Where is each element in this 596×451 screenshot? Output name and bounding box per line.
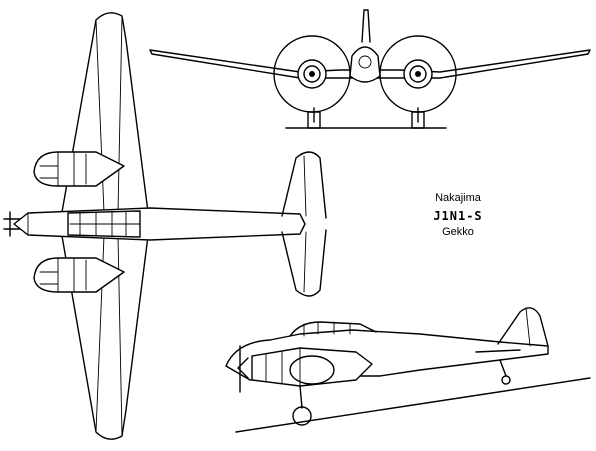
plan-view-upper-wing — [61, 12, 149, 213]
front-view — [149, 9, 591, 129]
side-view-ground-line — [235, 377, 591, 433]
plan-view-lower-nacelle — [33, 257, 125, 293]
front-view-wing — [149, 49, 591, 79]
caption-manufacturer: Nakajima — [435, 192, 481, 204]
caption-model: J1N1-S — [433, 209, 483, 223]
side-view-landing-gear — [299, 385, 303, 409]
plan-view-tailplane — [281, 151, 327, 297]
plan-view-fuselage — [13, 207, 306, 241]
plan-view-canopy — [67, 210, 141, 238]
plan-view-upper-nacelle — [33, 151, 125, 187]
front-view-fuselage — [349, 46, 381, 83]
side-view-tail-fin — [497, 307, 549, 347]
plan-view — [3, 12, 327, 440]
side-view — [225, 307, 591, 433]
side-view-canopy — [289, 321, 377, 337]
caption-aircraft-name: Gekko — [442, 226, 474, 238]
front-view-landing-gear — [307, 107, 425, 129]
plan-view-lower-wing — [61, 235, 149, 440]
side-view-engine-nacelle — [251, 347, 373, 387]
